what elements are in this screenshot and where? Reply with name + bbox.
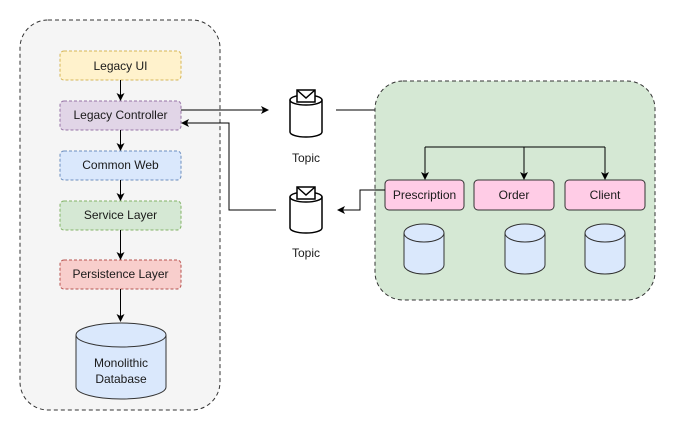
layer-legacy-ui: Legacy UI <box>59 50 182 81</box>
service-database <box>584 223 626 275</box>
service-database <box>403 223 445 275</box>
layer-legacy-ui-label: Legacy UI <box>93 59 147 73</box>
service-client-label: Client <box>590 188 621 202</box>
layer-persistence: Persistence Layer <box>59 259 182 290</box>
layer-service: Service Layer <box>59 200 182 231</box>
layer-service-label: Service Layer <box>84 208 157 222</box>
layer-common-web: Common Web <box>59 150 182 181</box>
topic-1-label: Topic <box>292 151 320 165</box>
service-prescription: Prescription <box>384 179 465 211</box>
topic-2-label: Topic <box>292 246 320 260</box>
database-label-line1: Monolithic <box>94 356 148 370</box>
database-label-line2: Database <box>95 372 147 386</box>
arrow-services-to-topic <box>337 189 385 214</box>
layer-legacy-controller-label: Legacy Controller <box>73 108 167 122</box>
service-order-label: Order <box>499 188 530 202</box>
topic-icon <box>289 186 323 234</box>
layer-common-web-label: Common Web <box>82 158 159 172</box>
topic-icon <box>289 89 323 138</box>
layer-legacy-controller: Legacy Controller <box>59 100 182 131</box>
arrow-topic-to-controller <box>181 119 276 211</box>
service-client: Client <box>564 179 646 211</box>
service-order: Order <box>473 179 555 211</box>
layer-persistence-label: Persistence Layer <box>72 267 168 281</box>
service-database <box>504 223 546 275</box>
monolithic-database: Monolithic Database <box>75 322 167 400</box>
service-prescription-label: Prescription <box>393 188 456 202</box>
